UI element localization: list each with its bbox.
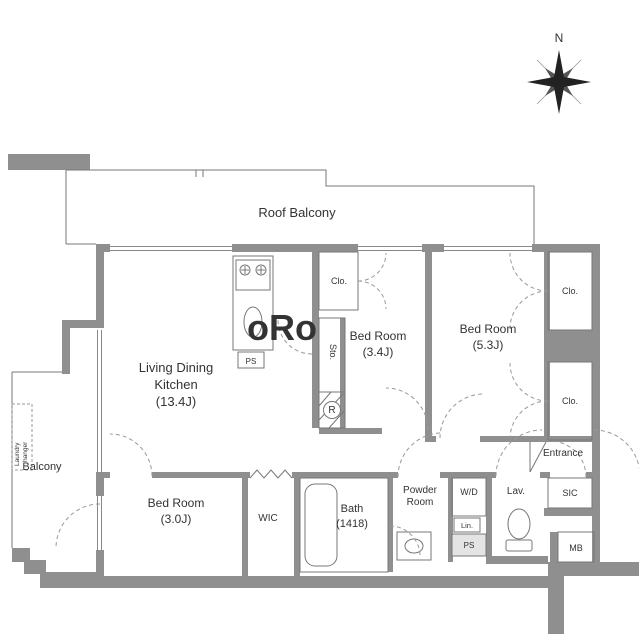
label-closet-right-bottom: Clo. — [562, 396, 578, 406]
sic-box — [547, 477, 593, 509]
door-bedroom-mid — [385, 387, 429, 431]
door-entrance — [593, 429, 639, 470]
toilet-tank-icon — [505, 539, 533, 552]
compass-north-label: N — [555, 31, 564, 45]
sink-icon — [243, 306, 263, 338]
toilet-icon — [507, 508, 531, 540]
label-bedroom-mid-size: (3.4J) — [363, 345, 394, 359]
door-powder-room — [397, 432, 441, 478]
label-bedroom-lower: Bed Room — [148, 496, 205, 510]
kitchen-counter-icon — [232, 255, 274, 351]
door-closet-rb-2 — [509, 400, 549, 440]
refrigerator-circle — [323, 401, 341, 419]
label-ps-hall: PS — [464, 541, 475, 550]
label-ldk-1: Living Dining — [139, 360, 213, 375]
door-bath — [389, 525, 421, 557]
label-balcony: Balcony — [22, 461, 62, 473]
door-closet-rb-1 — [509, 362, 549, 402]
door-balcony-lower — [55, 503, 101, 549]
label-lavatory: Lav. — [507, 486, 525, 497]
label-bedroom-right-size: (5.3J) — [473, 338, 504, 352]
wall-openings — [110, 428, 586, 478]
door-closet-mid-1 — [357, 252, 387, 282]
label-linen: Lin. — [461, 521, 473, 530]
wic-accordion-door — [249, 469, 293, 479]
compass-icon: N — [527, 31, 591, 114]
door-bedroom-lower — [109, 433, 153, 477]
laundry-hanger-box — [11, 403, 33, 471]
windows — [95, 243, 532, 550]
label-bedroom-right: Bed Room — [460, 322, 517, 336]
washer-dryer-box — [451, 477, 487, 517]
door-swings — [11, 252, 639, 557]
labels: Roof Balcony Balcony Laundry hanger Livi… — [14, 205, 583, 553]
ps-kitchen-box — [237, 351, 265, 369]
walls — [8, 154, 639, 634]
label-powder-2: Room — [407, 497, 434, 508]
vanity-icon — [396, 531, 432, 561]
label-bedroom-lower-size: (3.0J) — [161, 512, 192, 526]
watermark: oRo — [247, 307, 317, 348]
label-storage: Sto. — [328, 344, 338, 360]
label-closet-right-top: Clo. — [562, 286, 578, 296]
roof-balcony-outline — [65, 169, 535, 245]
label-ldk-size: (13.4J) — [156, 394, 196, 409]
door-closet-mid-2 — [357, 280, 387, 310]
label-refrigerator: R — [328, 405, 335, 416]
meter-box-box — [557, 531, 595, 563]
linen-box — [453, 517, 481, 533]
door-closet-rt-1 — [509, 252, 549, 292]
stove-icon — [235, 259, 271, 291]
label-meter-box: MB — [569, 543, 583, 553]
bath-box — [299, 477, 389, 573]
watermark-text: oRo — [247, 307, 317, 348]
label-bath-size: (1418) — [336, 518, 368, 530]
label-powder-1: Powder — [403, 485, 438, 496]
label-bedroom-mid: Bed Room — [350, 329, 407, 343]
door-lavatory — [495, 429, 543, 477]
label-entrance: Entrance — [543, 448, 583, 459]
door-bedroom-right — [439, 393, 485, 439]
bathtub-icon — [304, 483, 338, 567]
label-ps-kitchen: PS — [246, 357, 257, 366]
label-roof-balcony: Roof Balcony — [258, 205, 336, 220]
label-ldk-2: Kitchen — [154, 377, 197, 392]
label-laundry-1: Laundry — [14, 442, 21, 466]
door-closet-rt-2 — [509, 290, 549, 330]
ps-hall-box — [451, 533, 487, 557]
label-closet-mid: Clo. — [331, 276, 347, 286]
entrance-step-line — [529, 441, 547, 473]
label-laundry-2: hanger — [22, 441, 29, 462]
label-bath: Bath — [341, 503, 364, 515]
label-sic: SIC — [562, 488, 578, 498]
label-washer-dryer: W/D — [460, 487, 478, 497]
label-wic: WIC — [258, 513, 277, 524]
door-sic — [549, 440, 587, 478]
